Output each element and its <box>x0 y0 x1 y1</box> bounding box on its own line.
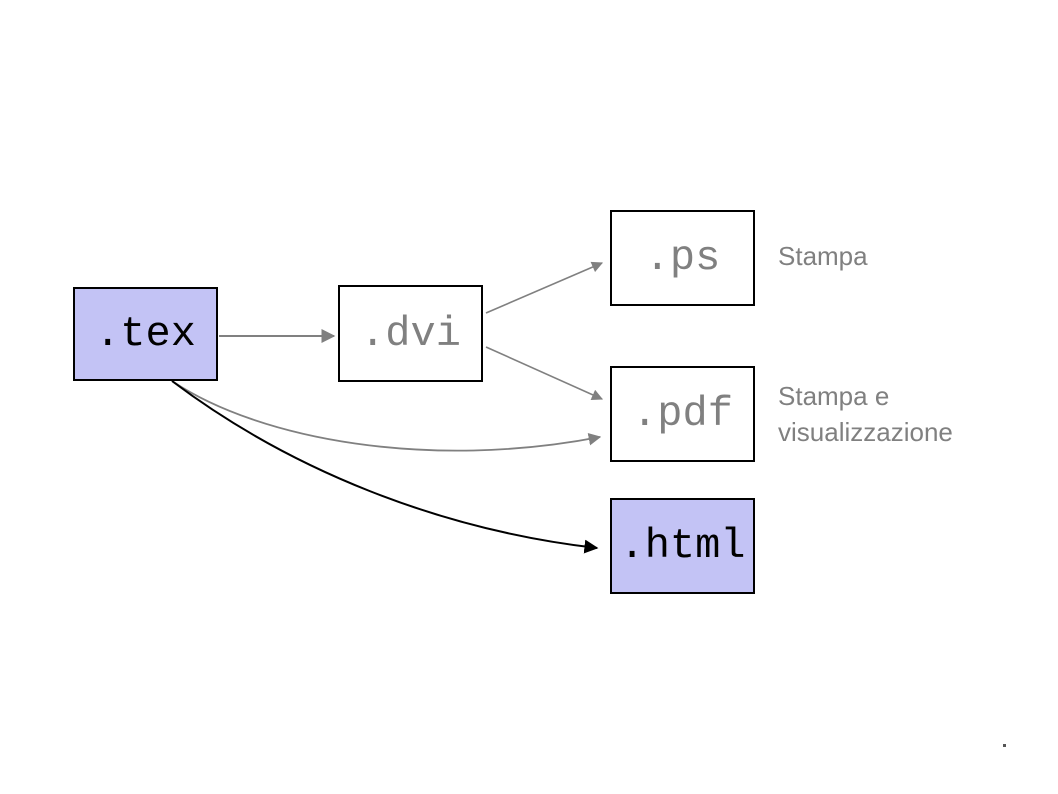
node-tex[interactable]: .tex <box>73 287 218 381</box>
edge-tex-to-pdf <box>171 380 602 452</box>
node-pdf-label: .pdf <box>632 390 733 438</box>
corner-mark <box>1003 744 1006 747</box>
node-dvi[interactable]: .dvi <box>338 285 483 382</box>
node-html[interactable]: .html <box>610 498 755 594</box>
node-pdf[interactable]: .pdf <box>610 366 755 462</box>
node-html-label: .html <box>619 522 746 570</box>
caption-pdf: Stampa e visualizzazione <box>778 381 953 447</box>
node-dvi-label: .dvi <box>360 309 461 358</box>
edge-dvi-to-ps <box>485 261 604 314</box>
node-ps[interactable]: .ps <box>610 210 755 306</box>
edge-dvi-to-pdf <box>485 346 604 400</box>
node-tex-label: .tex <box>95 310 196 358</box>
node-ps-label: .ps <box>644 234 721 282</box>
edge-tex-to-html <box>171 380 599 554</box>
caption-ps: Stampa <box>778 241 868 271</box>
